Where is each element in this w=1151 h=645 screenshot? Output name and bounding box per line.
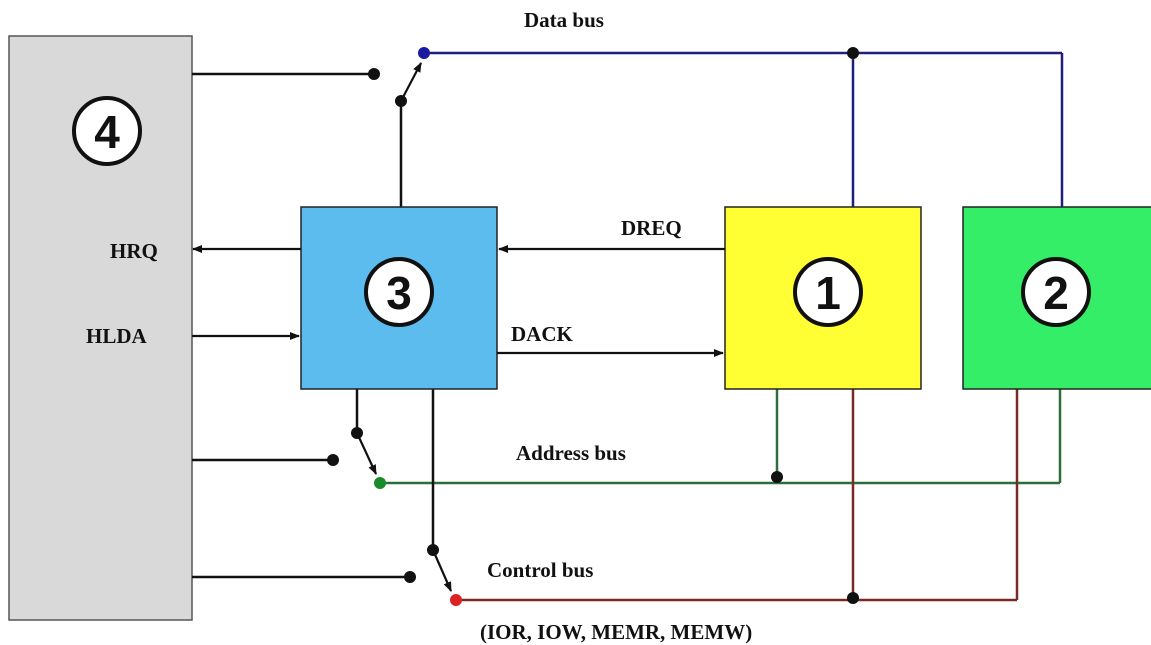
control-bus-lines <box>456 389 1019 602</box>
data-bus-junction <box>847 47 859 59</box>
data-bus-switch <box>192 62 422 207</box>
block-4-number: 4 <box>94 106 120 158</box>
block-1-number: 1 <box>815 267 841 319</box>
address-bus-switch <box>192 389 377 475</box>
dack-label: DACK <box>511 322 573 346</box>
control-bus-signals-label: (IOR, IOW, MEMR, MEMW) <box>480 620 752 644</box>
data-bus-lines <box>424 51 1064 207</box>
block-4-badge <box>72 96 142 166</box>
address-bus-junction <box>771 471 783 483</box>
block-1-badge <box>793 257 863 327</box>
address-bus-label: Address bus <box>516 441 626 465</box>
address-bus-lines <box>380 389 1062 485</box>
hlda-label: HLDA <box>86 324 148 348</box>
block-2-badge <box>1021 257 1091 327</box>
block-3-number: 3 <box>386 267 412 319</box>
address-bus-node <box>374 477 386 489</box>
hrq-label: HRQ <box>110 239 158 263</box>
control-bus-node <box>450 594 462 606</box>
data-bus-label: Data bus <box>524 8 604 32</box>
dreq-label: DREQ <box>621 216 682 240</box>
control-bus-switch <box>192 389 453 592</box>
control-bus-label: Control bus <box>487 558 593 582</box>
control-bus-junction <box>847 592 859 604</box>
data-bus-node <box>418 47 430 59</box>
block-3-badge <box>364 257 434 327</box>
block-2-number: 2 <box>1043 267 1069 319</box>
